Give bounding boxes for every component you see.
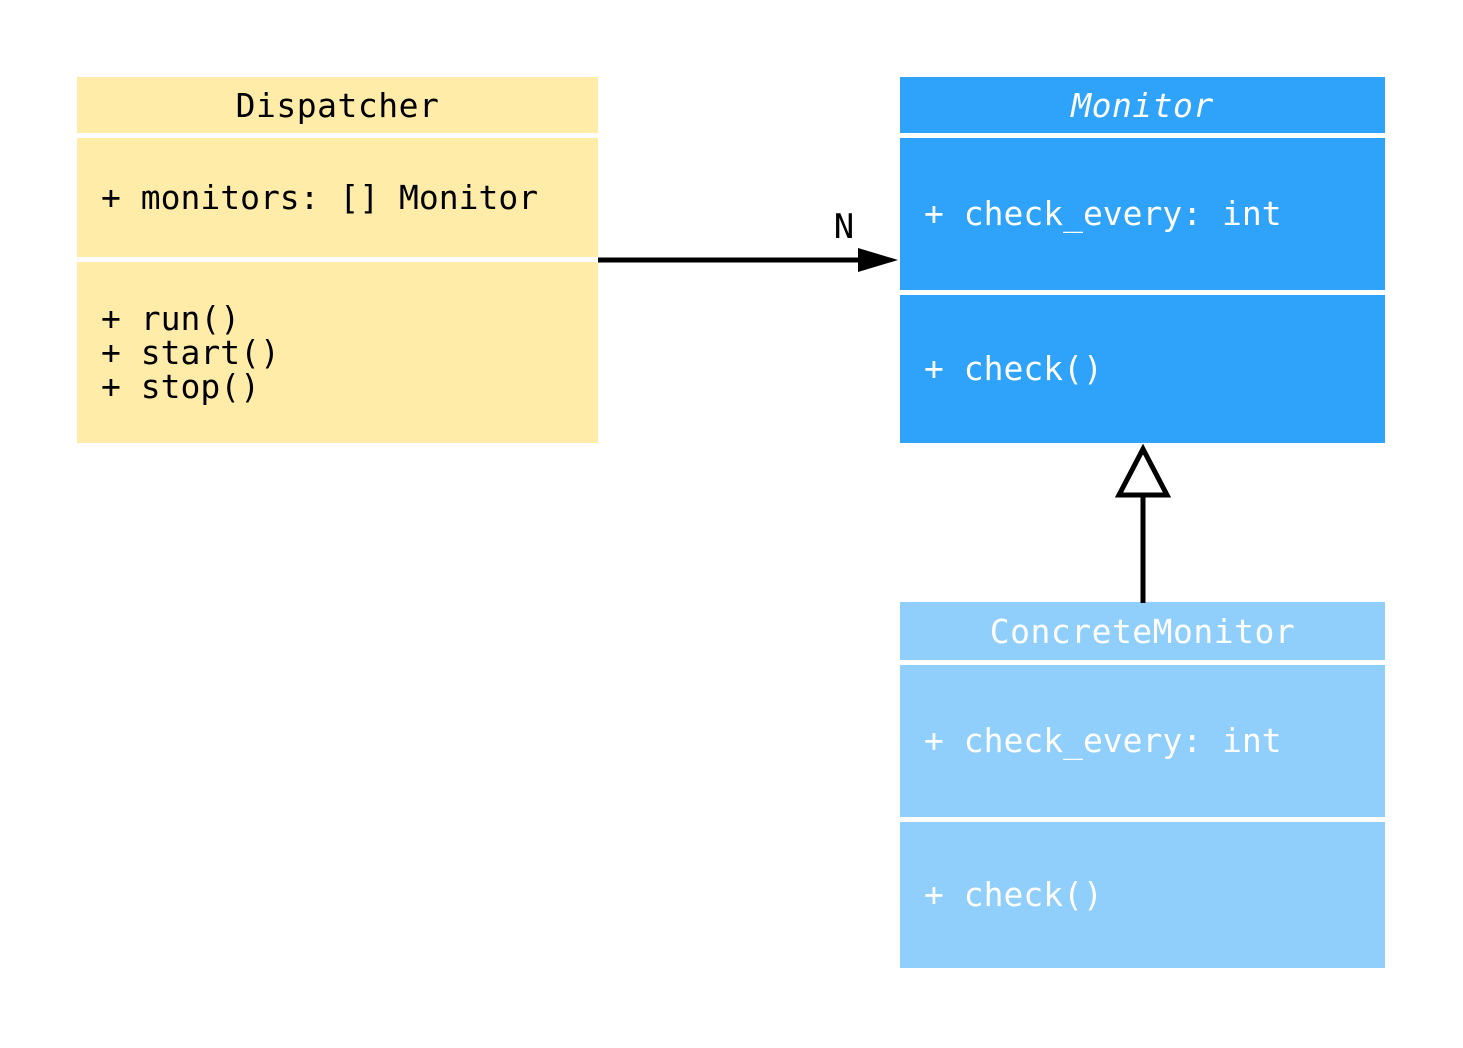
inheritance-arrow: [1114, 443, 1172, 603]
class-monitor: Monitor + check_every: int + check(): [900, 77, 1385, 443]
method-line: + run(): [101, 298, 241, 338]
class-monitor-methods: + check(): [900, 295, 1385, 443]
attribute-line: + monitors: [] Monitor: [101, 177, 539, 217]
class-concrete-monitor: ConcreteMonitor + check_every: int + che…: [900, 602, 1385, 968]
class-concrete-monitor-attributes: + check_every: int: [900, 665, 1385, 817]
class-monitor-attributes: + check_every: int: [900, 138, 1385, 290]
class-concrete-monitor-methods: + check(): [900, 822, 1385, 968]
class-dispatcher-title: Dispatcher: [77, 77, 598, 133]
method-line: + stop(): [101, 366, 260, 406]
class-dispatcher-methods: + run() + start() + stop(): [77, 262, 598, 443]
method-line: + check(): [924, 349, 1103, 388]
class-dispatcher-attributes: + monitors: [] Monitor: [77, 138, 598, 257]
attribute-line: + check_every: int: [924, 721, 1282, 760]
method-line: + start(): [101, 332, 280, 372]
class-dispatcher: Dispatcher + monitors: [] Monitor + run(…: [77, 77, 598, 443]
association-multiplicity-label: N: [833, 207, 855, 247]
attribute-line: + check_every: int: [924, 194, 1282, 233]
method-line: + check(): [924, 875, 1103, 914]
class-concrete-monitor-title: ConcreteMonitor: [900, 602, 1385, 660]
class-monitor-title: Monitor: [900, 77, 1385, 133]
association-arrow: [598, 248, 898, 272]
